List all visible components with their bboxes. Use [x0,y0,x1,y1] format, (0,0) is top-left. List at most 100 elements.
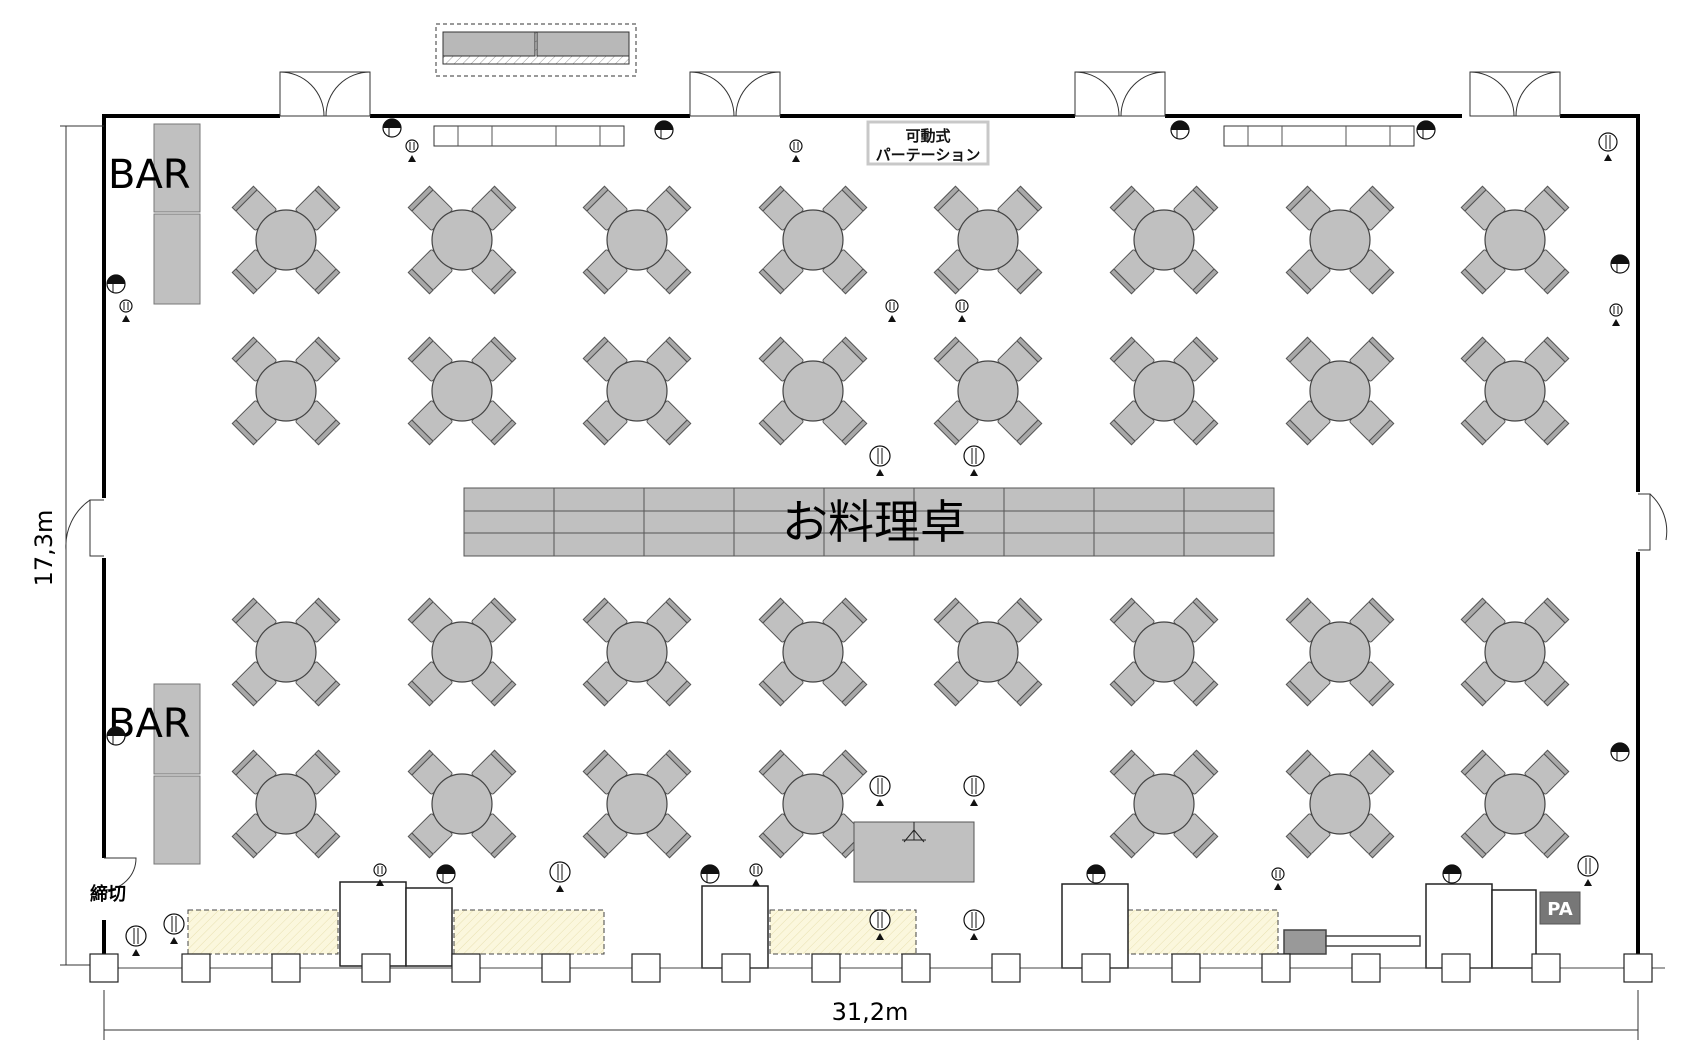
pillar [271,953,301,983]
outlet-icon [789,139,803,162]
wall-outlet-icon [106,274,126,294]
round-table [1460,185,1570,295]
table-top [1133,773,1195,835]
dimension-width-label: 31,2m [832,998,909,1026]
pillar [89,953,119,983]
partition-label-line1: 可動式 [905,127,950,145]
wall-outlet-icon [700,864,720,884]
table-top [431,360,493,422]
pillar [1081,953,1111,983]
table-top [431,621,493,683]
pillar [1623,953,1653,983]
outlet-icon [1609,303,1623,326]
wall-panels [433,125,1415,147]
round-table [407,597,517,707]
wall-outlet-icon [382,118,402,138]
table-top [1309,360,1371,422]
round-table [1109,597,1219,707]
round-table [582,336,692,446]
partition-label: 可動式 パーテーション [866,120,990,166]
table-top [1133,360,1195,422]
table-top [255,773,317,835]
outlet-icon [1271,867,1285,890]
outlet-icon [1598,132,1618,161]
round-table [1285,336,1395,446]
outlet-icon [955,299,969,322]
round-table [1460,749,1570,859]
wall-outlet-icon [654,120,674,140]
pillar [811,953,841,983]
wall-outlet-icon [1416,120,1436,140]
deadline-label: 締切 [90,883,126,905]
table-top [1484,360,1546,422]
table-top [1133,621,1195,683]
chair [997,661,1043,707]
partition-label-line2: パーテーション [876,146,981,164]
outlet-markers [106,118,1630,956]
round-table [1460,597,1570,707]
pillar [1531,953,1561,983]
outlet-icon [119,299,133,322]
wall-outlet-icon [1086,864,1106,884]
table-top [957,209,1019,271]
table-top [957,621,1019,683]
round-table [1109,749,1219,859]
bottom-area-strips [187,909,1279,955]
pillar [1351,953,1381,983]
table-top [606,621,668,683]
center-display-table [853,821,975,883]
round-table [758,597,868,707]
wall-outlet-icon [1610,742,1630,762]
pillar [361,953,391,983]
pillar [1171,953,1201,983]
round-table [758,336,868,446]
outlet-icon [963,775,985,806]
bar-counter-bottom [153,683,201,865]
table-top [782,209,844,271]
bar-counter-top [153,123,201,305]
table-top [1133,209,1195,271]
bar-label-top: BAR [108,152,191,198]
wall-outlet-icon [436,864,456,884]
round-table [231,336,341,446]
round-table [1285,749,1395,859]
dimension-height-label: 17,3m [30,510,58,587]
bottom-pillars [89,953,1665,983]
pillar [1441,953,1471,983]
round-table [933,185,1043,295]
outlet-icon [749,863,763,886]
round-table [407,336,517,446]
table-top [1309,773,1371,835]
round-table [582,185,692,295]
outlet-icon [1577,855,1599,886]
table-top [782,621,844,683]
wall-outlet-icon [1170,120,1190,140]
round-table [231,185,341,295]
outlet-icon [125,925,147,956]
pillar [1261,953,1291,983]
round-tables [231,185,1570,859]
pillar [631,953,661,983]
outlet-icon [963,909,985,940]
pillar [991,953,1021,983]
stage-box [435,23,637,77]
round-table [407,185,517,295]
doors [65,71,1668,891]
table-top [957,360,1019,422]
pillar [181,953,211,983]
table-top [782,360,844,422]
pillar [451,953,481,983]
table-top [255,209,317,271]
equipment-boxes [339,881,1537,969]
round-table [407,749,517,859]
table-top [606,209,668,271]
round-table [1285,597,1395,707]
table-top [606,773,668,835]
outlet-icon [885,299,899,322]
table-top [255,621,317,683]
pillar [721,953,751,983]
table-top [782,773,844,835]
round-table [1460,336,1570,446]
